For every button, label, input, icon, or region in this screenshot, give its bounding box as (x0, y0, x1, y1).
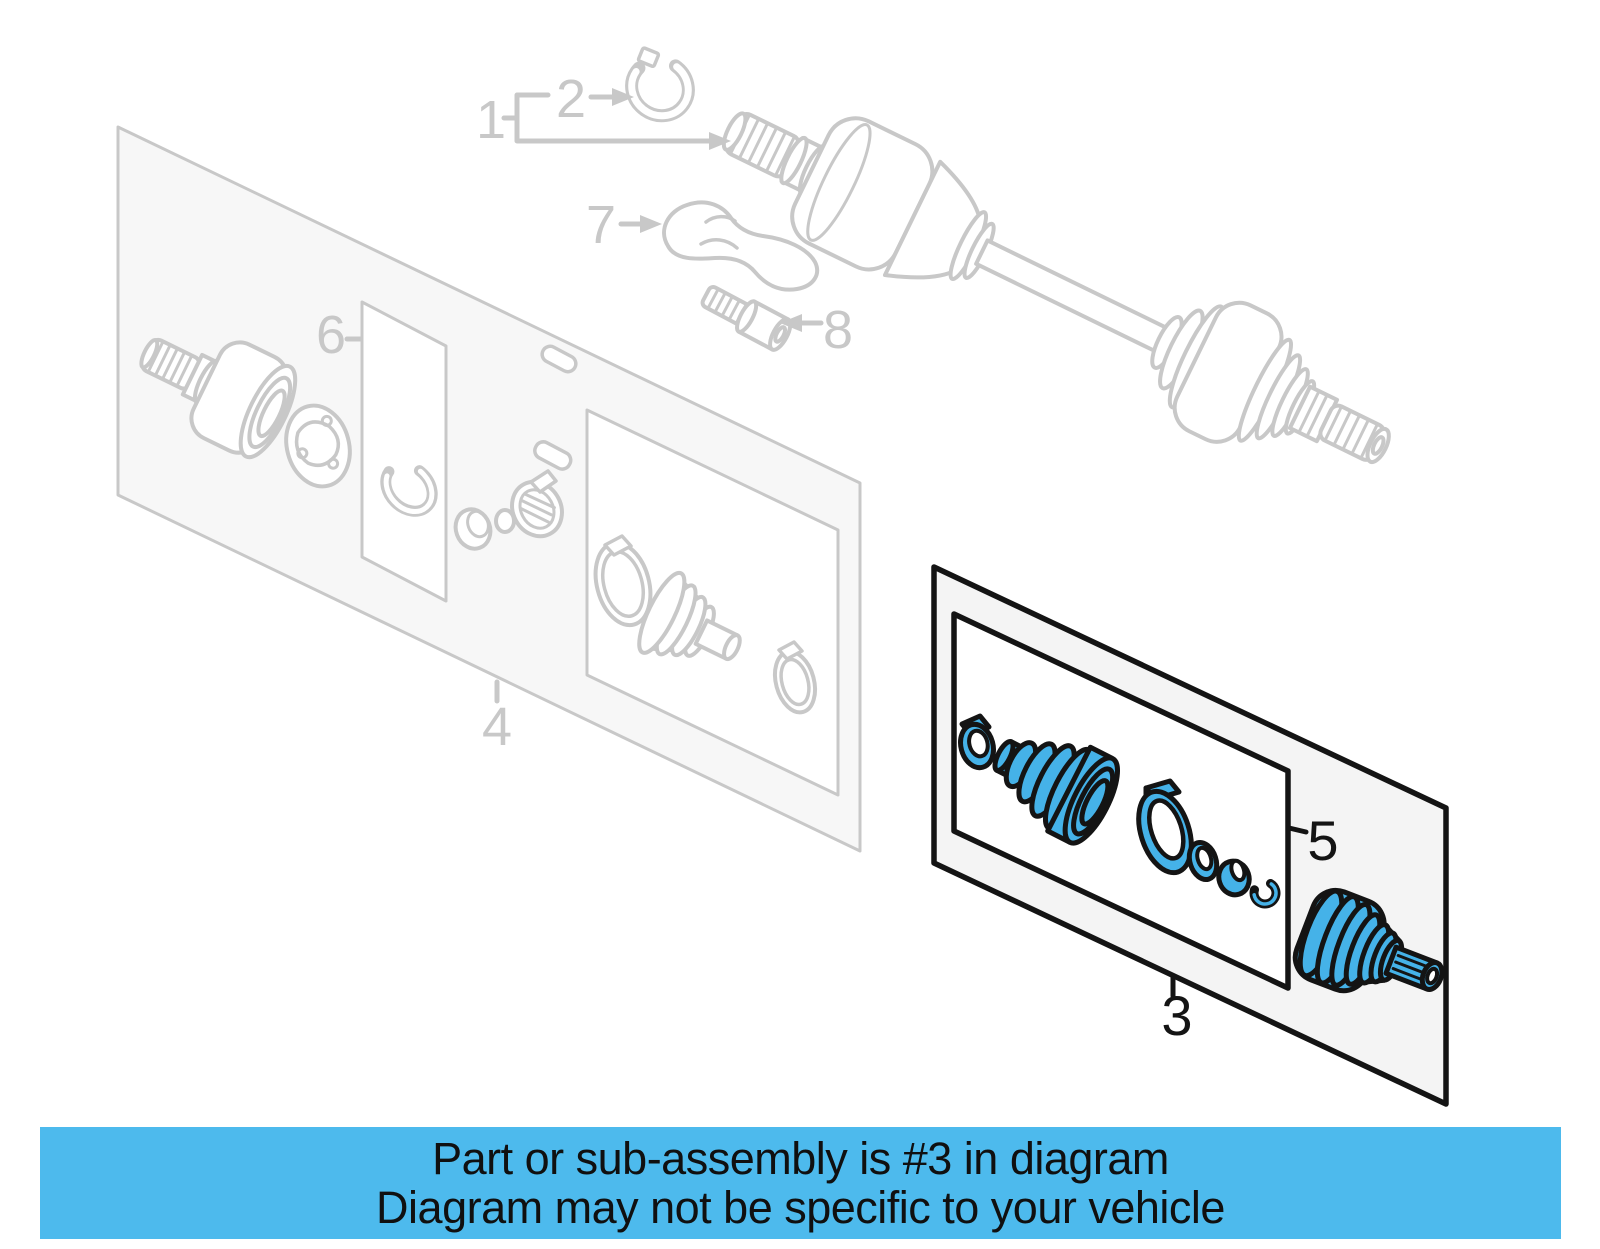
callout-2 (588, 88, 634, 106)
small-ring-art (1186, 839, 1220, 883)
highlighted-subassembly (931, 564, 1449, 1107)
band-clamp-art (1136, 778, 1194, 876)
axle-assembly-art (721, 111, 1391, 465)
small-parts-cluster-art (453, 344, 578, 551)
callout-label-8: 8 (823, 300, 853, 360)
callout-label-7: 7 (586, 195, 616, 255)
snap-ring-art (625, 46, 695, 123)
banner-line-1: Part or sub-assembly is #3 in diagram (432, 1133, 1169, 1184)
tripod-flange-art (284, 403, 352, 489)
callout-label-5: 5 (1307, 809, 1338, 872)
highlighted-parts (958, 713, 1445, 994)
callout-1 (501, 92, 731, 150)
callout-label-2: 2 (556, 69, 586, 129)
boot-kit-inner-art (593, 534, 818, 715)
small-cap-art (1216, 858, 1252, 898)
callout-label-6: 6 (316, 305, 346, 365)
callout-label-3: 3 (1161, 984, 1192, 1047)
outer-cv-joint-art (1292, 887, 1445, 994)
inner-joint-art (139, 337, 298, 460)
callout-5 (1286, 825, 1309, 835)
inner-snap-ring-art (380, 459, 438, 517)
bolt-art (700, 285, 793, 352)
ghost-panel-4 (585, 408, 840, 797)
cv-boot-art (992, 738, 1120, 846)
callout-label-4: 4 (482, 697, 512, 757)
ghosted-diagram-art (116, 46, 1391, 853)
heat-shield-art (662, 200, 820, 292)
callout-7 (618, 215, 662, 233)
boot-clamp-small-art (958, 713, 996, 771)
callout-label-1: 1 (476, 90, 506, 150)
callout-8 (780, 314, 824, 332)
banner-line-2: Diagram may not be specific to your vehi… (376, 1182, 1225, 1233)
highlight-box-inner (951, 611, 1291, 991)
snap-ring-small-art (1249, 877, 1281, 909)
ghost-panel-6 (360, 300, 448, 603)
selection-banner: Part or sub-assembly is #3 in diagram Di… (40, 1127, 1561, 1239)
